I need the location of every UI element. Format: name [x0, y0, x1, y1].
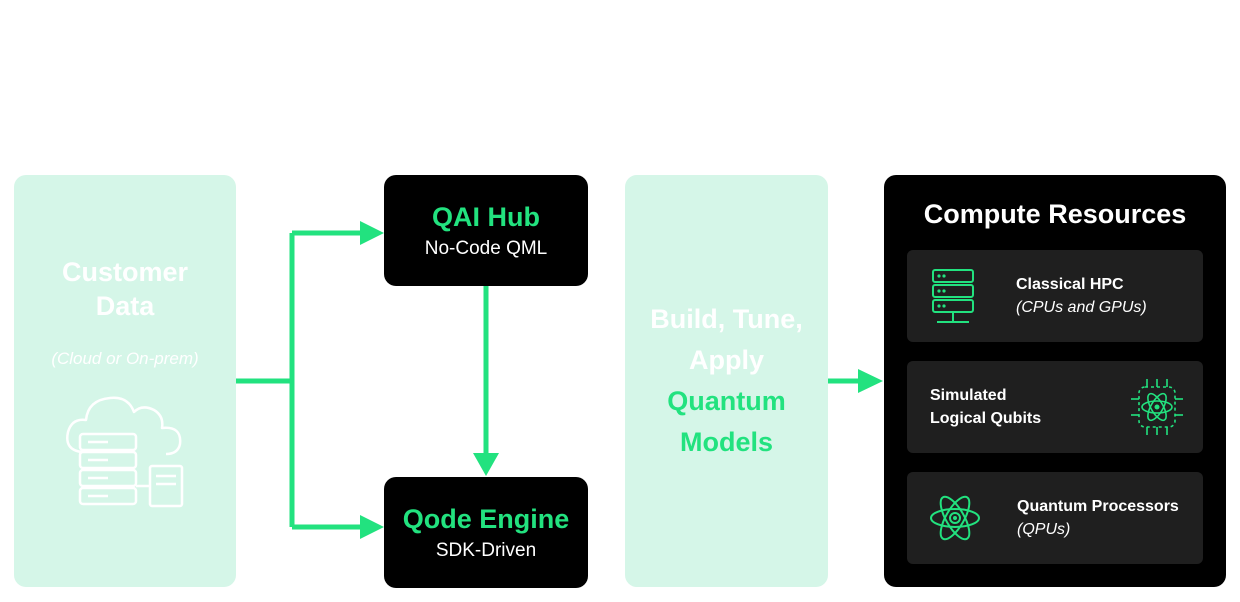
atom-chip-icon: [1131, 379, 1183, 435]
compute-resources-panel: Compute Resources Classical HPC (CPUs an…: [884, 175, 1226, 587]
simulated-logical-qubits-label: Simulated Logical Qubits: [930, 384, 1041, 430]
build-line-1: Build, Tune,: [650, 304, 803, 334]
classical-hpc-card: Classical HPC (CPUs and GPUs): [907, 250, 1203, 342]
quantum-processors-subtitle: (QPUs): [1017, 521, 1071, 538]
arrowhead-to-qode: [360, 515, 384, 539]
qode-engine-subtitle: SDK-Driven: [435, 539, 537, 561]
build-line-2: Apply: [688, 345, 764, 375]
qode-engine-title: Qode Engine: [402, 503, 570, 534]
simulated-logical-qubits-card: Simulated Logical Qubits: [907, 361, 1203, 453]
simulated-title-line1: Simulated: [930, 387, 1007, 404]
customer-data-subtitle: (Cloud or On-prem): [51, 349, 199, 368]
customer-data-title-line2: Data: [95, 291, 155, 321]
qai-hub-node: QAI Hub No-Code QML: [384, 175, 588, 286]
qode-engine-node: Qode Engine SDK-Driven: [384, 477, 588, 588]
atom-icon: [930, 495, 980, 541]
classical-hpc-subtitle: (CPUs and GPUs): [1016, 299, 1147, 316]
arrowhead-to-compute: [858, 369, 883, 393]
build-tune-apply-panel: Build, Tune, Apply Quantum Models: [625, 175, 828, 587]
quantum-processors-label: Quantum Processors (QPUs): [1017, 495, 1179, 541]
customer-data-title-line1: Customer: [61, 257, 189, 287]
classical-hpc-label: Classical HPC (CPUs and GPUs): [1016, 273, 1147, 319]
classical-hpc-title: Classical HPC: [1016, 276, 1124, 293]
qai-hub-title: QAI Hub: [432, 201, 540, 232]
cloud-server-icon: [66, 396, 184, 508]
build-line-4: Models: [679, 427, 773, 457]
server-rack-icon: [932, 269, 974, 323]
quantum-processors-card: Quantum Processors (QPUs): [907, 472, 1203, 564]
simulated-title-line2: Logical Qubits: [930, 410, 1042, 427]
quantum-processors-title: Quantum Processors: [1017, 498, 1179, 515]
build-line-3: Quantum: [667, 386, 786, 416]
customer-data-title: Customer Data: [14, 255, 236, 323]
compute-resources-heading: Compute Resources: [923, 199, 1187, 229]
customer-data-panel: Customer Data (Cloud or On-prem): [14, 175, 236, 587]
arrowhead-to-qai: [360, 221, 384, 245]
arrowhead-down-to-qode: [473, 453, 499, 476]
qai-hub-subtitle: No-Code QML: [424, 237, 548, 259]
